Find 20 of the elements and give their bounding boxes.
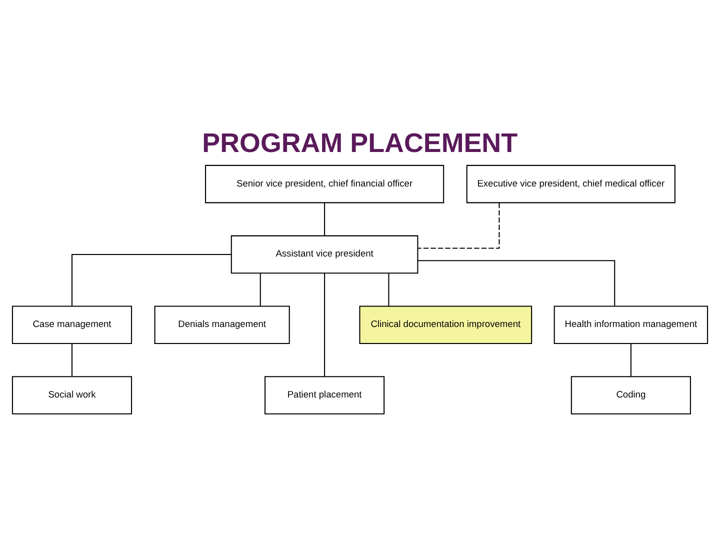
connector — [260, 272, 261, 306]
connector — [324, 202, 326, 236]
node-box: Denials management — [154, 305, 290, 344]
node-box: Social work — [12, 376, 132, 414]
diagram-title: PROGRAM PLACEMENT — [202, 127, 518, 158]
connector — [630, 343, 632, 376]
node-box: Executive vice president, chief medical officer — [466, 164, 676, 203]
node-box: Senior vice president, chief financial officer — [205, 164, 444, 203]
node-box: Coding — [570, 376, 691, 414]
connector — [324, 272, 326, 376]
node-box: Health information management — [554, 305, 708, 344]
node-box: Assistant vice president — [230, 234, 418, 274]
node-box: Case management — [12, 305, 132, 344]
connector — [71, 253, 232, 306]
connector — [388, 272, 390, 306]
node-box: Clinical documentation improvement — [359, 305, 532, 344]
connector — [418, 260, 616, 306]
connector — [418, 202, 500, 248]
node-box: Patient placement — [264, 376, 385, 414]
connector — [71, 343, 72, 376]
